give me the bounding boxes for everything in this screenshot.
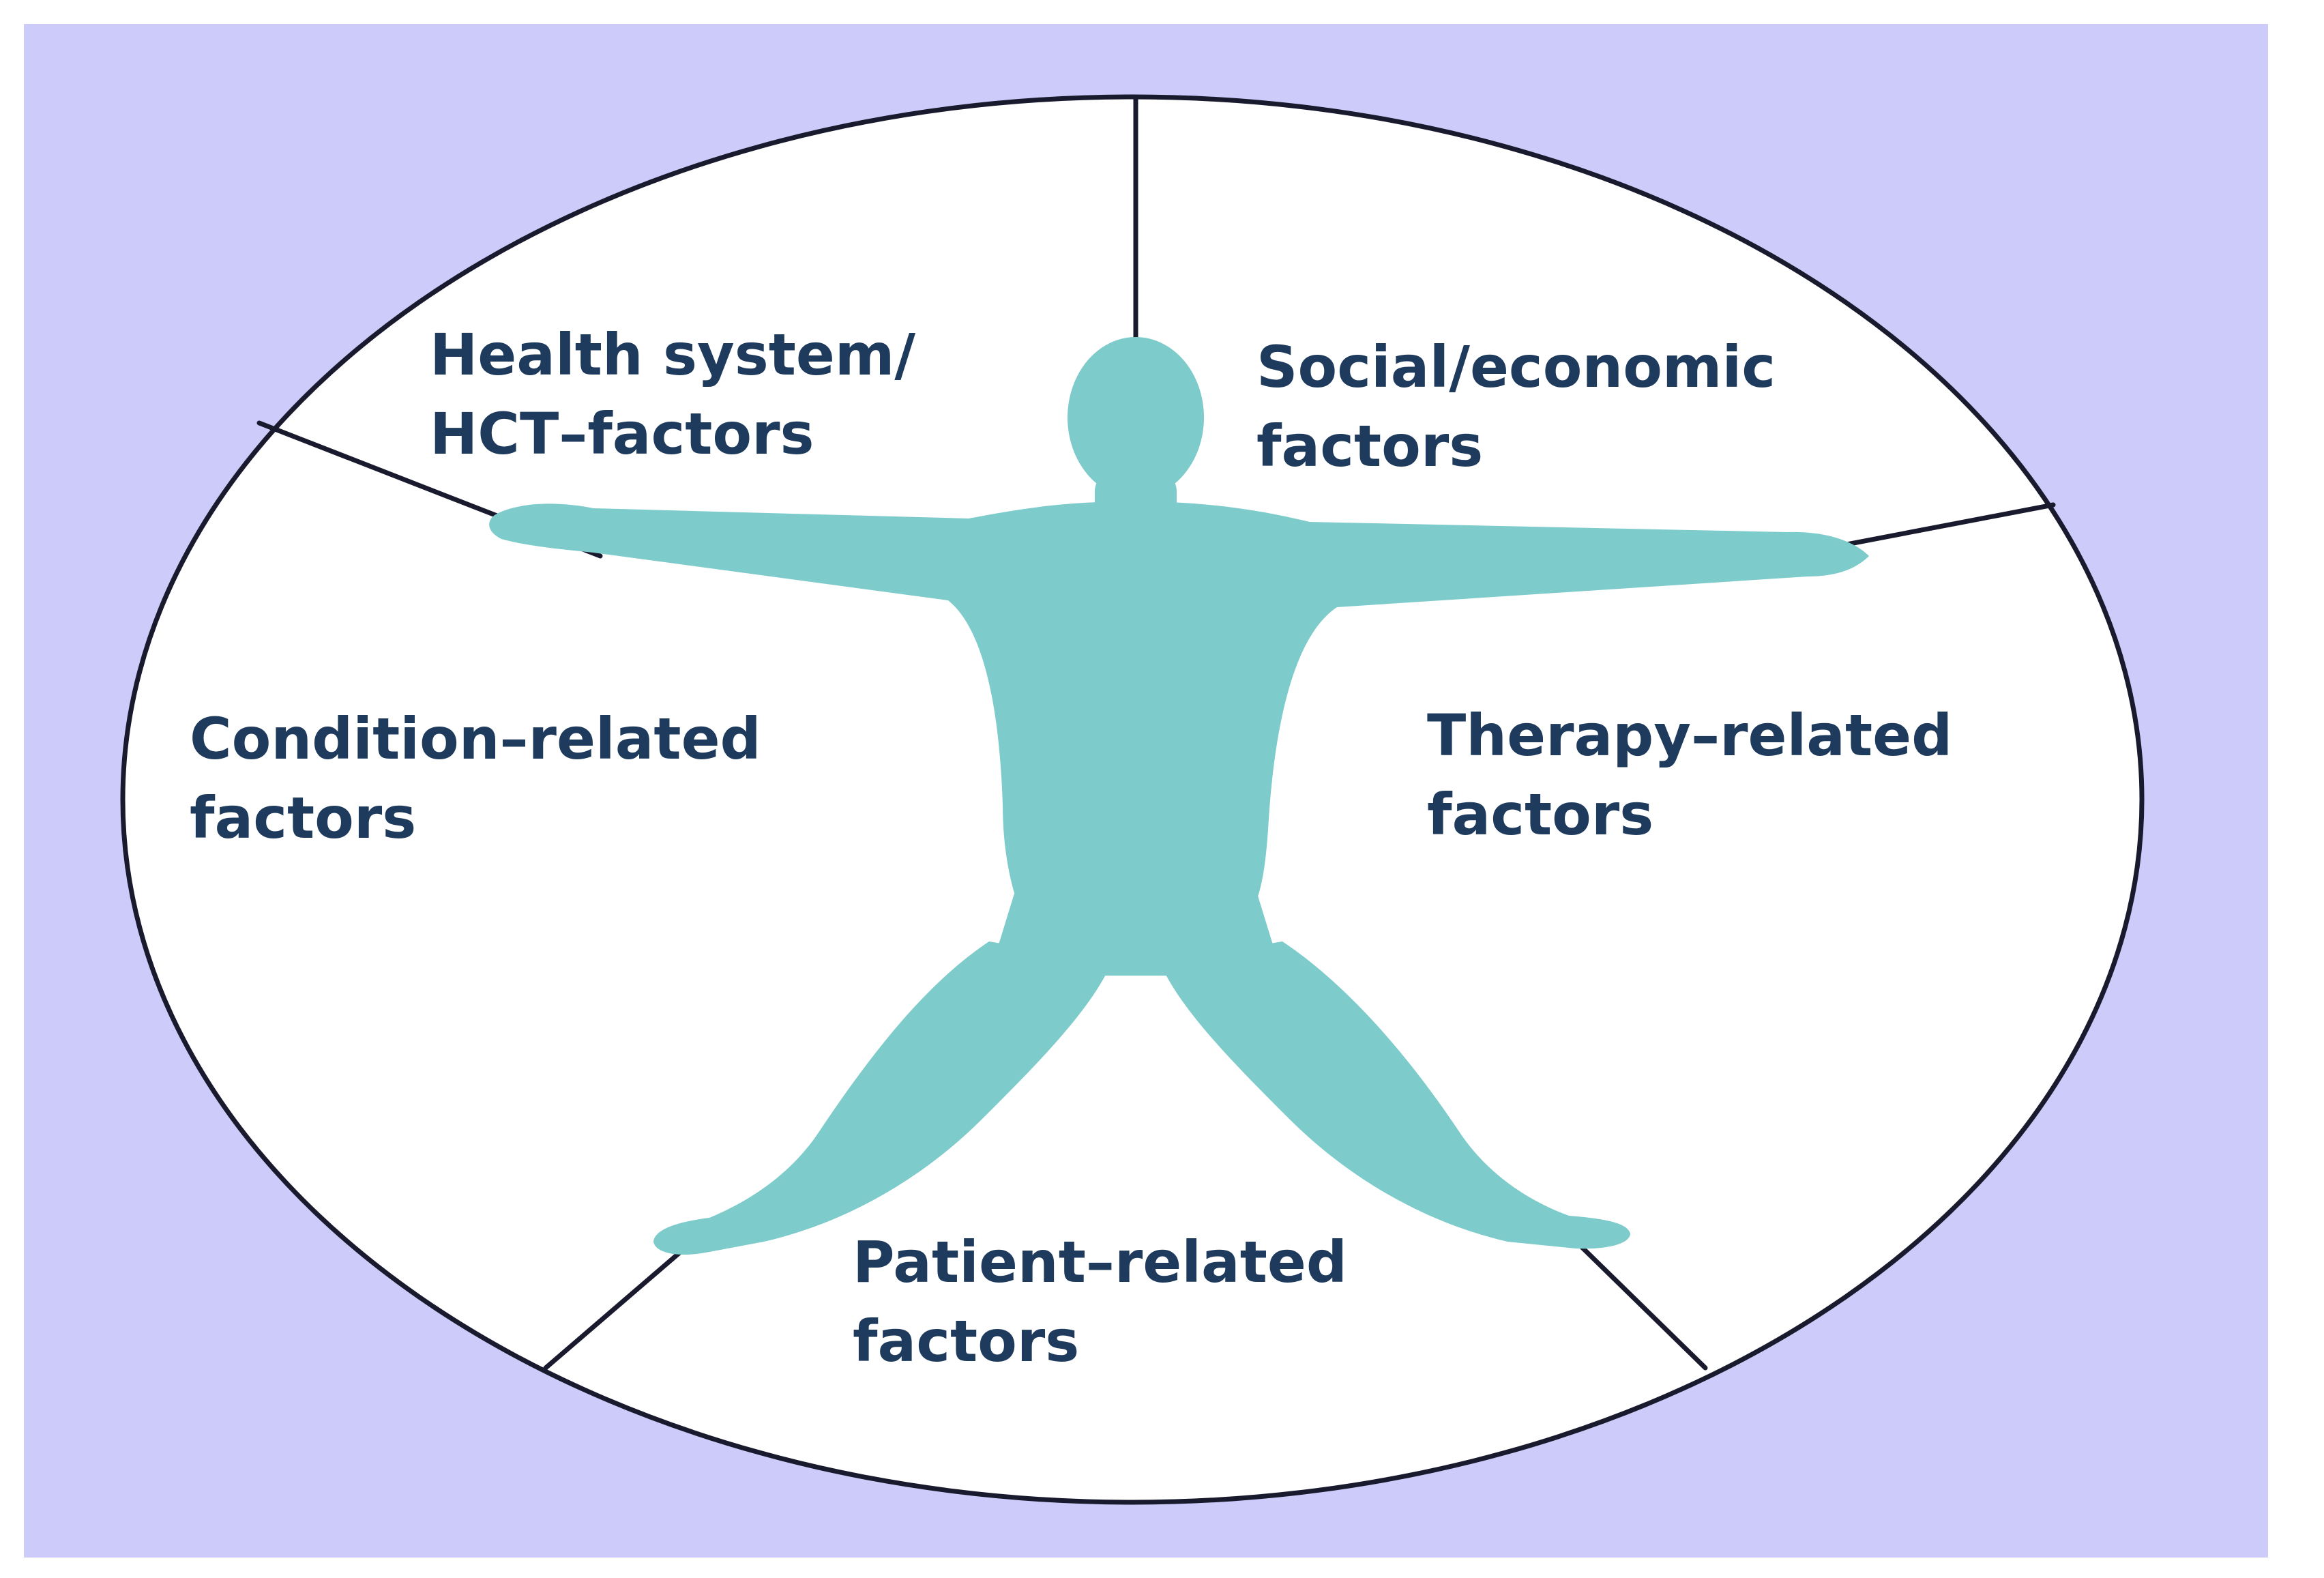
label-condition-related-line2: factors: [190, 785, 417, 851]
figure-hips: [989, 887, 1282, 976]
label-condition-related: Condition–related factors: [190, 699, 761, 858]
label-health-system: Health system/ HCT–factors: [430, 315, 915, 473]
label-patient-related-line2: factors: [853, 1308, 1080, 1375]
label-condition-related-line1: Condition–related: [190, 705, 761, 772]
label-health-system-line2: HCT–factors: [430, 400, 814, 467]
label-therapy-related-line2: factors: [1427, 781, 1654, 848]
figure-torso-arms: [489, 501, 1869, 918]
figure-head: [1068, 337, 1204, 498]
label-therapy-related-line1: Therapy–related: [1427, 702, 1953, 769]
label-social-economic-line2: factors: [1256, 413, 1484, 480]
label-patient-related: Patient–related factors: [853, 1223, 1347, 1381]
figure-left-leg: [653, 941, 1112, 1255]
label-health-system-line1: Health system/: [430, 321, 916, 388]
label-social-economic: Social/economic factors: [1256, 327, 1776, 486]
figure-right-leg: [1160, 941, 1630, 1249]
label-social-economic-line1: Social/economic: [1256, 334, 1776, 400]
label-therapy-related: Therapy–related factors: [1427, 696, 1952, 854]
human-figure-icon: [489, 337, 1869, 1255]
label-patient-related-line1: Patient–related: [853, 1229, 1347, 1296]
